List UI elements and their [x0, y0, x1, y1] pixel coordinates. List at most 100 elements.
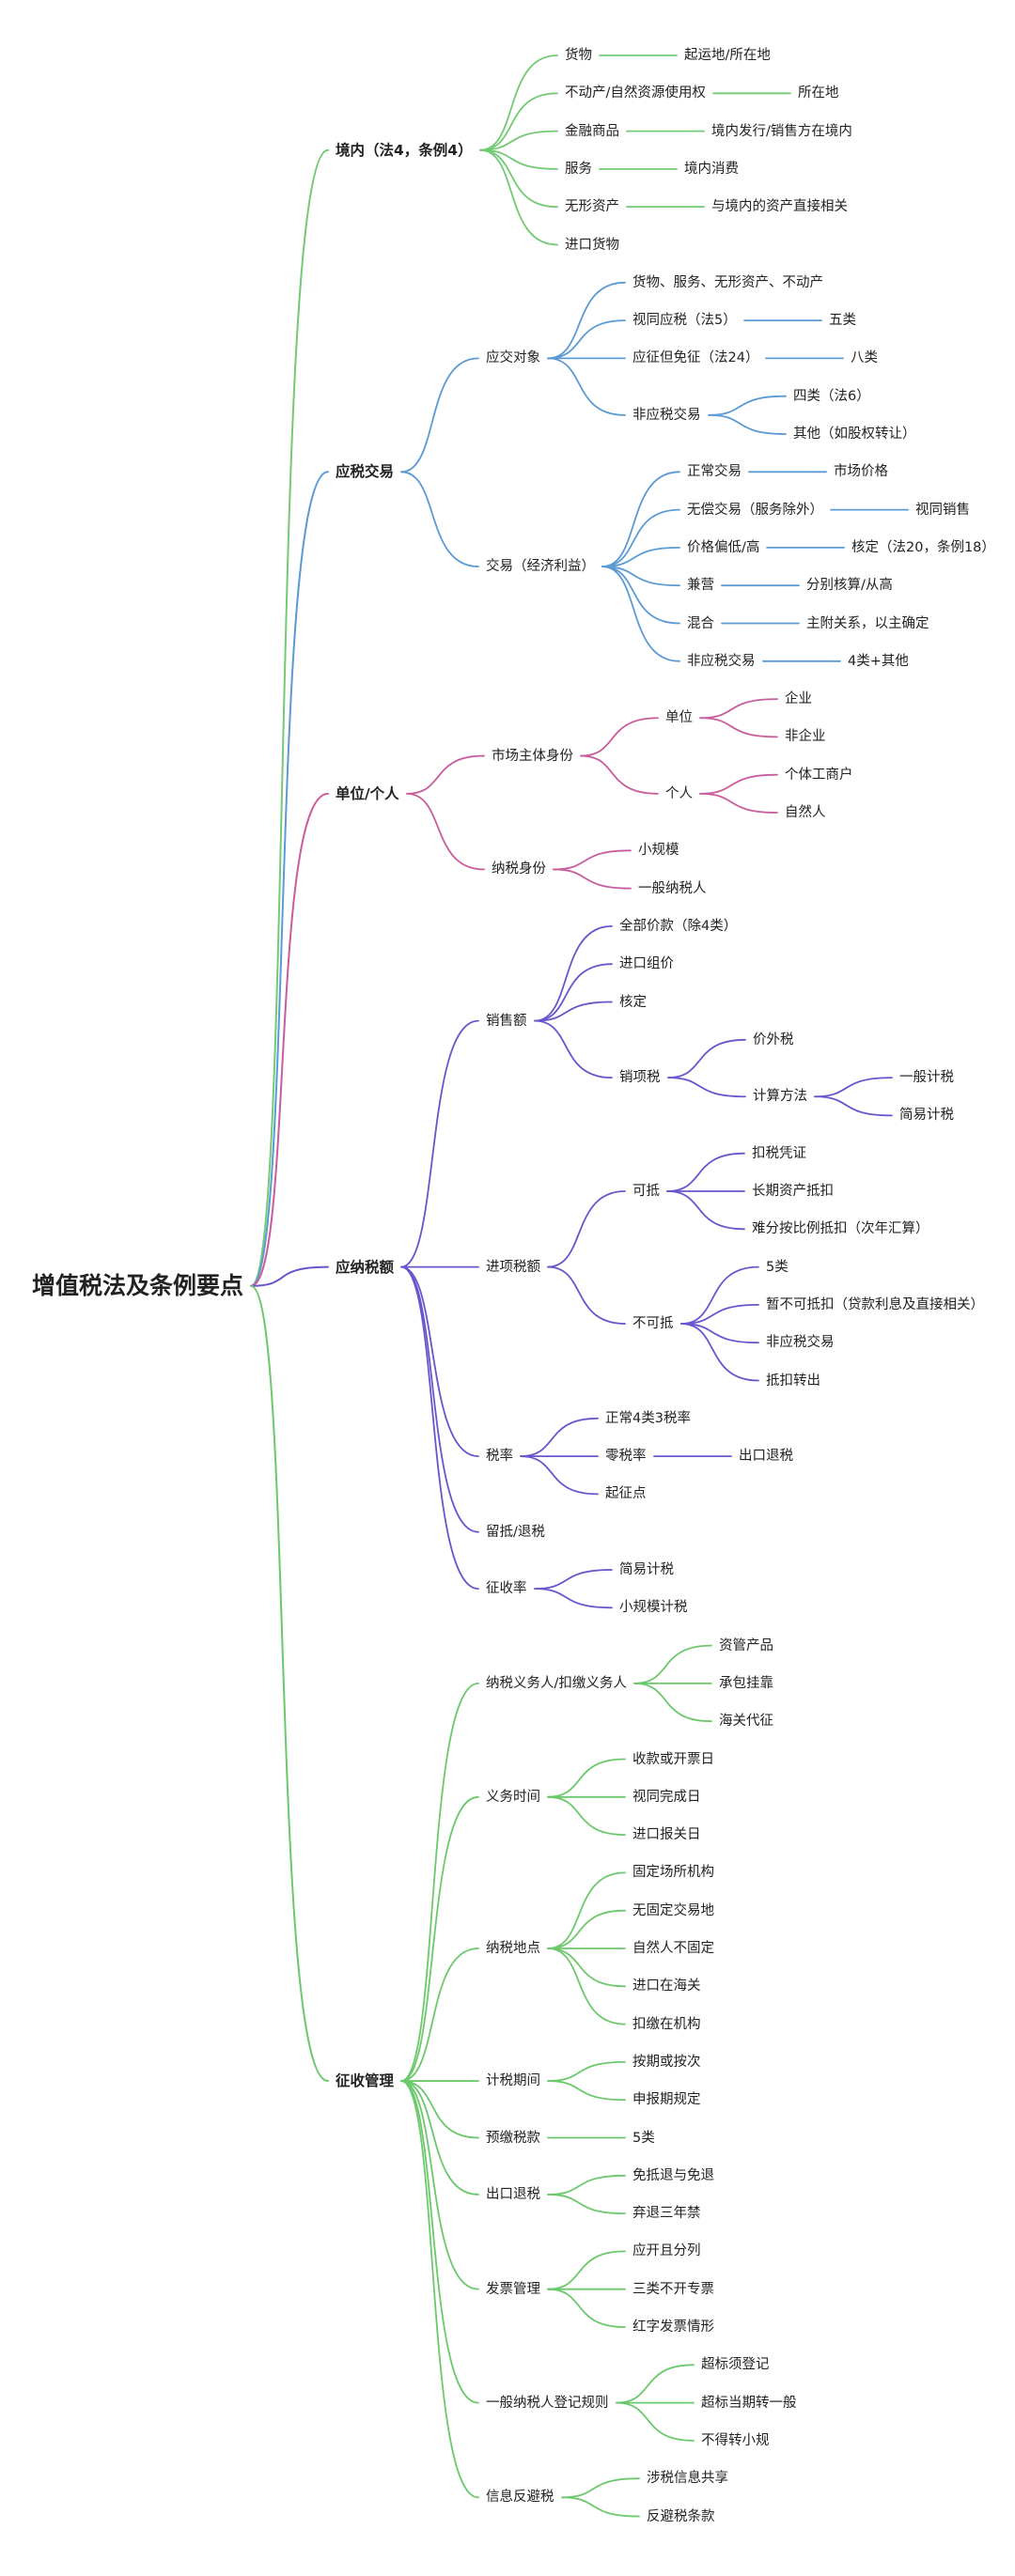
leaf-node: 起运地/所在地 — [684, 48, 771, 63]
connector-line — [250, 792, 329, 1287]
connector-line — [708, 413, 787, 435]
connector-line — [406, 754, 485, 795]
connector-line — [400, 2080, 479, 2404]
leaf-node: 其他（如股权转让） — [793, 427, 916, 442]
leaf-node: 承包挂靠 — [719, 1675, 773, 1691]
connector-line — [479, 92, 558, 151]
subtopic-node: 出口退税 — [486, 2186, 540, 2202]
connector-line — [553, 849, 632, 871]
leaf-node: 进口在海关 — [632, 1979, 701, 1994]
leaf-node: 非企业 — [785, 729, 826, 745]
leaf-node: 三类不开专票 — [632, 2281, 714, 2297]
leaf-node: 一般纳税人 — [638, 880, 707, 896]
leaf-node: 不得转小规 — [701, 2432, 770, 2448]
leaf-node: 无固定交易地 — [632, 1902, 714, 1918]
connector-line — [547, 1190, 626, 1268]
map-title: 增值税法及条例要点 — [32, 1271, 244, 1299]
connector-line — [479, 148, 558, 246]
connector-line — [547, 281, 626, 360]
subtopic-node: 混合 — [687, 615, 714, 631]
connector-line — [250, 1284, 329, 2083]
subtopic-node: 可抵 — [632, 1184, 660, 1199]
subtopic-node: 非应税交易 — [632, 407, 701, 423]
subtopic-node: 不动产/自然资源使用权 — [565, 85, 706, 101]
leaf-node: 市场价格 — [834, 464, 888, 480]
leaf-node: 资管产品 — [719, 1637, 773, 1653]
connector-line — [406, 792, 485, 871]
connector-line — [547, 1795, 626, 1836]
leaf-node: 4类+其他 — [848, 653, 909, 669]
connector-line — [814, 1095, 893, 1117]
connector-line — [580, 717, 659, 757]
subtopic-node: 征收率 — [486, 1581, 527, 1597]
subtopic-node: 义务时间 — [486, 1789, 540, 1805]
leaf-node: 简易计税 — [899, 1108, 954, 1124]
leaf-node: 超标当期转一般 — [701, 2395, 797, 2411]
connector-line — [699, 717, 778, 738]
subtopic-node: 纳税身份 — [492, 861, 546, 877]
connector-line — [553, 868, 632, 890]
connector-line — [250, 148, 329, 1287]
leaf-node: 留抵/退税 — [486, 1524, 545, 1540]
connector-line — [400, 1795, 479, 2082]
leaf-node: 一般计税 — [899, 1070, 954, 1086]
leaf-node: 视同销售 — [915, 502, 970, 518]
connector-line — [250, 471, 329, 1287]
subtopic-node: 销项税 — [619, 1070, 661, 1086]
subtopic-node: 销售额 — [486, 1013, 527, 1029]
connector-line — [400, 1265, 479, 1591]
connector-line — [400, 2080, 479, 2196]
connector-line — [400, 1265, 479, 1457]
leaf-node: 五类 — [829, 313, 856, 329]
connector-line — [400, 357, 479, 473]
leaf-node: 弃退三年禁 — [632, 2206, 701, 2222]
connector-line — [666, 1190, 745, 1231]
subtopic-node: 兼营 — [687, 578, 714, 594]
subtopic-node: 纳税义务人/扣缴义务人 — [486, 1675, 627, 1691]
leaf-node: 应开且分列 — [632, 2243, 701, 2259]
connector-line — [534, 1588, 613, 1609]
subtopic-node: 市场主体身份 — [492, 748, 573, 764]
leaf-node: 固定场所机构 — [632, 1865, 714, 1881]
leaf-node: 小规模计税 — [619, 1600, 688, 1616]
branch-topic: 单位/个人 — [336, 784, 399, 802]
connector-line — [547, 1909, 626, 1949]
connector-line — [547, 319, 626, 360]
connector-line — [667, 1038, 746, 1079]
subtopic-node: 个人 — [665, 785, 693, 801]
connector-line — [534, 1569, 613, 1591]
connector-line — [479, 148, 558, 170]
subtopic-node: 无形资产 — [565, 199, 619, 215]
leaf-node: 收款或开票日 — [632, 1751, 714, 1767]
leaf-node: 视同完成日 — [632, 1789, 701, 1805]
connector-line — [708, 395, 787, 416]
leaf-node: 四类（法6） — [793, 388, 870, 404]
connector-line — [479, 130, 558, 151]
leaf-node: 所在地 — [798, 85, 839, 101]
subtopic-node: 非应税交易 — [687, 653, 756, 669]
connector-line — [547, 1265, 626, 1325]
leaf-node: 个体工商户 — [785, 767, 853, 783]
connector-line — [400, 471, 479, 567]
connector-line — [400, 2080, 479, 2139]
connector-line — [534, 925, 613, 1022]
connector-line — [580, 754, 659, 795]
connector-line — [547, 2194, 626, 2214]
leaf-node: 5类 — [766, 1259, 789, 1275]
leaf-node: 进口报关日 — [632, 1827, 701, 1843]
leaf-node: 核定（法20，条例18） — [851, 539, 995, 555]
leaf-node: 5类 — [632, 2130, 655, 2146]
leaf-node: 自然人不固定 — [632, 1941, 714, 1956]
leaf-node: 主附关系，以主确定 — [806, 615, 929, 631]
subtopic-node: 进项税额 — [486, 1259, 540, 1275]
connector-line — [547, 1871, 626, 1949]
connector-line — [547, 2250, 626, 2290]
connector-line — [400, 1948, 479, 2082]
subtopic-node: 价格偏低/高 — [687, 539, 760, 555]
leaf-node: 正常4类3税率 — [605, 1410, 691, 1426]
subtopic-node: 零税率 — [605, 1449, 647, 1465]
leaf-node: 申报期规定 — [632, 2092, 701, 2108]
leaf-node: 长期资产抵扣 — [752, 1184, 834, 1199]
connector-line — [534, 963, 613, 1022]
connector-line — [699, 792, 778, 814]
